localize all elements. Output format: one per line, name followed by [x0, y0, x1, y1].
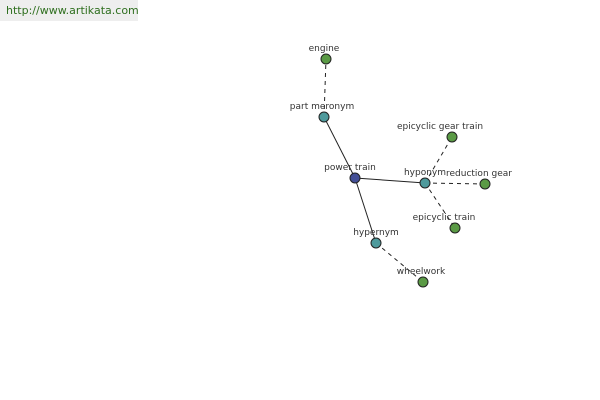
- node-label-epicyclic-gear-train: epicyclic gear train: [397, 122, 483, 132]
- edge-hypernym-to-wheelwork: [375, 242, 424, 283]
- node-wheelwork[interactable]: wheelwork: [397, 267, 446, 288]
- node-label-wheelwork: wheelwork: [397, 267, 446, 277]
- node-label-engine: engine: [309, 44, 340, 54]
- site-url[interactable]: http://www.artikata.com: [0, 0, 139, 21]
- node-circle-part-meronym[interactable]: [318, 111, 330, 123]
- node-circle-engine[interactable]: [320, 53, 332, 65]
- node-circle-power-train[interactable]: [349, 172, 361, 184]
- node-epicyclic-train[interactable]: epicyclic train: [413, 213, 476, 234]
- node-label-hypernym: hypernym: [353, 228, 399, 238]
- node-circle-epicyclic-gear-train[interactable]: [446, 131, 458, 143]
- node-circle-epicyclic-train[interactable]: [449, 222, 461, 234]
- edge-part-meronym-to-engine: [323, 58, 327, 118]
- node-label-power-train: power train: [324, 163, 376, 173]
- node-hyponym[interactable]: hyponym: [404, 168, 446, 189]
- node-hypernym[interactable]: hypernym: [353, 228, 399, 249]
- node-label-part-meronym: part meronym: [290, 102, 354, 112]
- edge-hyponym-to-reduction-gear: [424, 182, 486, 185]
- node-label-reduction-gear: reduction gear: [446, 169, 512, 179]
- edges-layer: [323, 58, 486, 283]
- edge-power-train-to-hyponym: [354, 177, 426, 184]
- node-part-meronym[interactable]: part meronym: [290, 102, 354, 123]
- node-reduction-gear[interactable]: reduction gear: [446, 169, 512, 190]
- node-epicyclic-gear-train[interactable]: epicyclic gear train: [397, 122, 483, 143]
- node-engine[interactable]: engine: [309, 44, 340, 65]
- edge-power-train-to-part-meronym: [323, 116, 356, 179]
- node-power-train[interactable]: power train: [324, 163, 376, 184]
- edge-power-train-to-hypernym: [354, 177, 377, 244]
- edge-hyponym-to-epicyclic-train: [424, 182, 456, 229]
- node-circle-hypernym[interactable]: [370, 237, 382, 249]
- node-circle-hyponym[interactable]: [419, 177, 431, 189]
- node-circle-reduction-gear[interactable]: [479, 178, 491, 190]
- node-label-epicyclic-train: epicyclic train: [413, 213, 476, 223]
- node-circle-wheelwork[interactable]: [417, 276, 429, 288]
- node-label-hyponym: hyponym: [404, 168, 446, 178]
- nodes-layer: power train part meronym hyponym hypernym en…: [290, 44, 512, 288]
- edge-hyponym-to-epicyclic-gear-train: [424, 136, 453, 184]
